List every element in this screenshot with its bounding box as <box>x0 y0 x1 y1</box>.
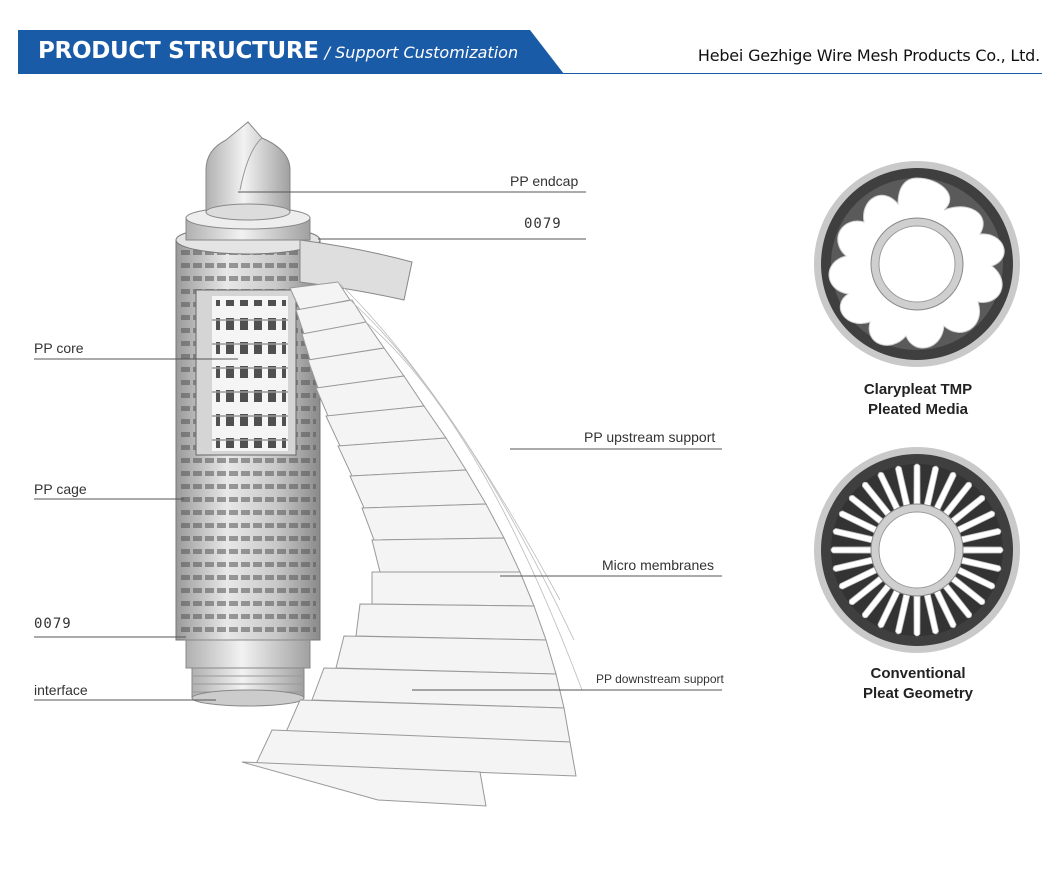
pleat-petal <box>861 581 893 619</box>
pleat-petal <box>861 481 893 519</box>
pleat-petal <box>960 546 1004 554</box>
pleat-petal <box>941 481 973 519</box>
pleat-petal <box>948 574 986 606</box>
label-interface: interface <box>34 682 88 698</box>
pleat-petal <box>932 587 957 629</box>
caption-clarypleat-line1: Clarypleat TMP <box>863 381 973 398</box>
pleat-petal <box>958 556 1002 572</box>
pleat-petal <box>895 591 911 635</box>
pleat-petal <box>848 494 886 526</box>
pleat-petal <box>830 546 874 554</box>
caption-clarypleat: Clarypleat TMP Pleated Media <box>818 380 1018 420</box>
pleat-petal <box>958 528 1002 544</box>
pleat-petal <box>954 565 996 590</box>
conventional-cross-section <box>814 447 1020 653</box>
pleat-petal <box>838 565 880 590</box>
page-subtitle: / Support Customization <box>324 43 519 62</box>
caption-conventional-line2: Pleat Geometry <box>862 685 974 702</box>
page-title: PRODUCT STRUCTURE <box>38 38 319 64</box>
pleat-petal <box>913 593 921 637</box>
pleat-petal <box>877 471 902 513</box>
pleat-petal <box>954 510 996 535</box>
header-rule <box>18 73 1042 74</box>
pleat-petal <box>913 463 921 507</box>
pleat-petal <box>832 528 876 544</box>
caption-conventional-line1: Conventional <box>870 665 966 682</box>
caption-conventional: Conventional Pleat Geometry <box>818 664 1018 704</box>
pleat-petal <box>848 574 886 606</box>
pleat-petal <box>923 591 939 635</box>
pleat-petal <box>832 556 876 572</box>
pleat-petal <box>932 471 957 513</box>
label-pp-endcap: PP endcap <box>510 173 579 189</box>
banner-text: PRODUCT STRUCTURE / Support Customizatio… <box>38 38 518 70</box>
label-pp-cage: PP cage <box>34 481 87 497</box>
caption-clarypleat-line2: Pleated Media <box>867 401 969 418</box>
pleat-petal <box>838 510 880 535</box>
pleat-petal <box>895 465 911 509</box>
label-pp-upstream-support: PP upstream support <box>584 429 716 445</box>
pleat-petal <box>941 581 973 619</box>
label-pp-downstream-support: PP downstream support <box>596 672 724 686</box>
label-pp-core: PP core <box>34 340 84 356</box>
pleat-petal <box>877 587 902 629</box>
company-name: Hebei Gezhige Wire Mesh Products Co., Lt… <box>697 46 1040 65</box>
label-code-top: 0079 <box>524 216 562 232</box>
pleat-petal <box>923 465 939 509</box>
label-code-bottom: 0079 <box>34 616 72 632</box>
pleat-petal <box>948 494 986 526</box>
clarypleat-cross-section <box>814 161 1020 367</box>
label-micro-membranes: Micro membranes <box>602 557 715 573</box>
header-banner <box>18 30 564 74</box>
